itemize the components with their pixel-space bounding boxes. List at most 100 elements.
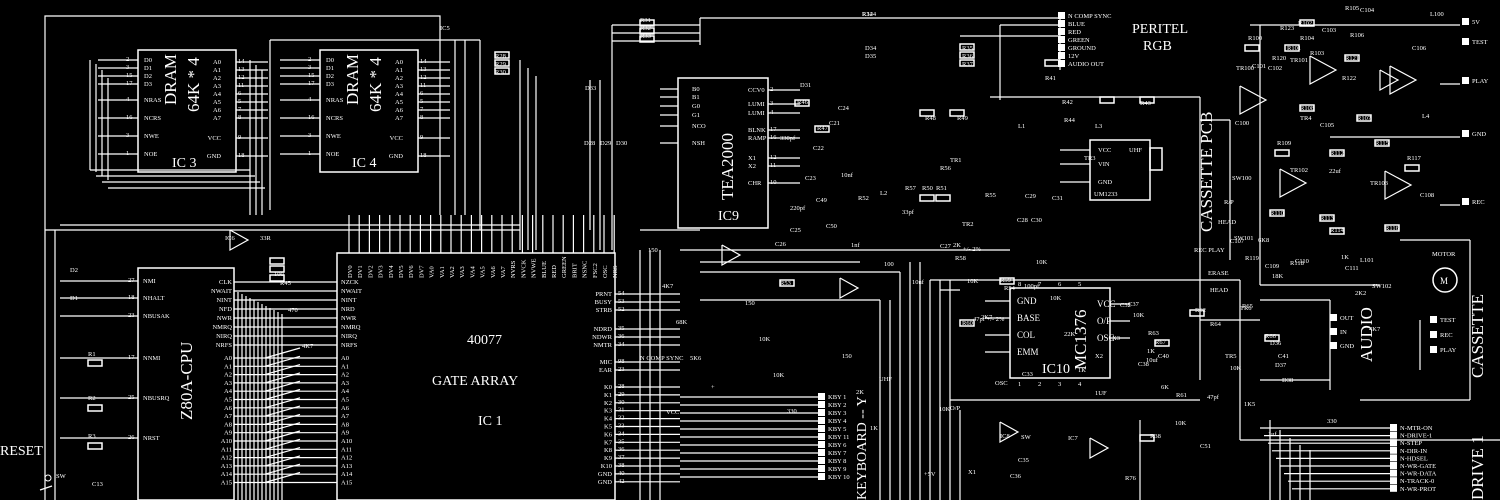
mc1376-name: MC1376: [1071, 310, 1090, 370]
cpu-pin-nmrq: NMRQ: [212, 324, 232, 331]
kby-line-6-terminal: [818, 433, 825, 440]
gate-array: 40077 GATE ARRAY IC 1: [336, 252, 616, 500]
ga-pin-nrfs: NRFS: [341, 342, 358, 349]
cassette-pin-play-terminal: [1430, 346, 1437, 353]
kby-line-3: KBY 3: [828, 410, 846, 417]
resistor-r109: R109: [1277, 140, 1291, 147]
cpu-pin-nrst: NRST: [143, 435, 160, 442]
cassette-pcb-terminal-0-terminal: [1462, 18, 1469, 25]
cpu-pin-nwr: NWR: [217, 315, 233, 322]
semiconductor-tr5: TR5: [1225, 353, 1237, 360]
cpu-pin-nfd: NFD: [219, 306, 232, 313]
resistor-r113: R113: [1320, 215, 1334, 222]
ga-pin-a7: A7: [341, 413, 350, 420]
resistor-body-41: [1374, 139, 1390, 147]
drive-pin-5: N-WR-GATE: [1400, 463, 1436, 470]
capacitor-c30: C30: [1031, 217, 1042, 224]
ga-pin-a12: A12: [341, 455, 352, 462]
peritel-pin-4-terminal: [1058, 44, 1065, 51]
semiconductor-tr4: TR4: [1300, 115, 1312, 122]
resistor-r107: R107: [1357, 115, 1372, 122]
peritel-pin-6: AUDIO OUT: [1068, 61, 1104, 68]
resistor-r115: R115: [1375, 140, 1389, 147]
resistor-r42: R42: [1062, 99, 1073, 106]
ga-pin-a15: A15: [341, 480, 352, 487]
capacitor-c101: C101: [1252, 63, 1266, 70]
capacitor-c103: C103: [1322, 27, 1336, 34]
reset-label: RESET: [0, 444, 43, 459]
misc-label-11: SW: [1021, 434, 1032, 441]
resistor-body-34: [1356, 114, 1372, 122]
resistor-r67: R67: [1155, 339, 1167, 346]
misc-label-9: UHF: [879, 376, 892, 383]
ga-top-pin-va4: VA4: [469, 265, 476, 278]
gate-array-line3: IC 1: [478, 414, 503, 429]
component-value-30: 1K: [870, 425, 878, 432]
ga-top-pin-va7: VA7: [500, 265, 507, 278]
ga-top-pin-nrs: NRS: [612, 265, 619, 278]
kby-line-2: KBY 2: [828, 402, 846, 409]
resistor-body-39: [1319, 214, 1335, 222]
capacitor-c29: C29: [1025, 193, 1036, 200]
cap-value-2: 33pf: [902, 209, 915, 216]
resistor-r120: R120: [1272, 55, 1286, 62]
semiconductor-x1: X1: [968, 469, 976, 476]
resistor-r29: R29: [495, 61, 506, 68]
resistor-body-30: [269, 274, 285, 282]
cpu-pin-a14: A14: [221, 471, 233, 478]
resistor-body-37: [1269, 209, 1285, 217]
ic3-dram: DRAM 64K * 4 IC 3: [137, 49, 237, 173]
ga-top-pin-dv6: DV6: [408, 265, 415, 278]
resistor-r101: R101: [1287, 45, 1301, 52]
component-value-20: 10K: [1050, 295, 1062, 302]
drive-pin-8: N-WR-PROT: [1400, 486, 1436, 493]
tea-pin-lumi: LUMI: [748, 101, 765, 108]
drive-pin-7: N-TRACK-0: [1400, 478, 1434, 485]
component-value-22: 1K5: [1244, 401, 1255, 408]
cassette-pcb-terminal-2: PLAY: [1472, 78, 1489, 85]
capacitor-c22: C22: [813, 145, 824, 152]
uhf-out: UHF: [1129, 147, 1142, 154]
cassette-pin-play: PLAY: [1440, 347, 1457, 354]
gate-symbol-1: [999, 421, 1020, 444]
cpu-pin-a7: A7: [224, 413, 233, 420]
tea-pin-g1: G1: [692, 112, 700, 119]
semiconductor-d37: D37: [1275, 362, 1287, 369]
ga-pin-nzck: NZCK: [341, 279, 359, 286]
resistor-body-13: [1139, 96, 1155, 104]
component-value-40: 5K6: [690, 355, 702, 362]
ga-pin-a13: A13: [341, 463, 352, 470]
drive-pin-3: N-DIR-IN: [1400, 448, 1427, 455]
kby-line-4: KBY 4: [828, 418, 847, 425]
rp-label: R/P: [1224, 199, 1234, 206]
resistor-body-25: [87, 359, 103, 367]
capacitor-c107: C107: [1230, 238, 1245, 245]
semiconductor-d33: D33: [585, 85, 596, 92]
gate-array-line2: GATE ARRAY: [432, 374, 518, 389]
uhf-pin-gnd: GND: [1098, 179, 1112, 186]
cap-value-10: 220pf: [790, 205, 806, 212]
ic3-pin-a1: A1: [213, 67, 221, 74]
cassette-pcb-terminal-1: TEST: [1472, 39, 1488, 46]
semiconductor-l4: L4: [1422, 113, 1430, 120]
cpu-pin-labels: NMI27NHALT18NBUSAK23NNMI17NBUSRQ25NRST26…: [60, 277, 337, 487]
component-value-10: 10K: [1230, 365, 1242, 372]
semiconductor-d35: D35: [865, 53, 876, 60]
ga-right-pin-k6: K6: [604, 431, 613, 438]
tea-pin-ccv0: CCV0: [748, 87, 765, 94]
ga-pin-a10: A10: [341, 438, 352, 445]
resistor-r28: R28: [495, 53, 506, 60]
peritel-pin-2: RED: [1068, 29, 1081, 36]
mc-bottom-num: 2: [1038, 381, 1041, 388]
resistor-r108: R108: [1300, 105, 1314, 112]
kby-line-5-terminal: [818, 425, 825, 432]
cpu-pin-nnmi: NNMI: [143, 355, 160, 362]
tea-pin-b1: B1: [692, 94, 700, 101]
capacitor-c102: C102: [1268, 65, 1282, 72]
ic4-pin-noe: NOE: [326, 151, 339, 158]
tea-pin-nco: NCO: [692, 123, 706, 130]
semiconductor-d30: D30: [616, 140, 627, 147]
misc-label-1: +: [711, 384, 715, 391]
resistor-r52: R52: [858, 195, 869, 202]
